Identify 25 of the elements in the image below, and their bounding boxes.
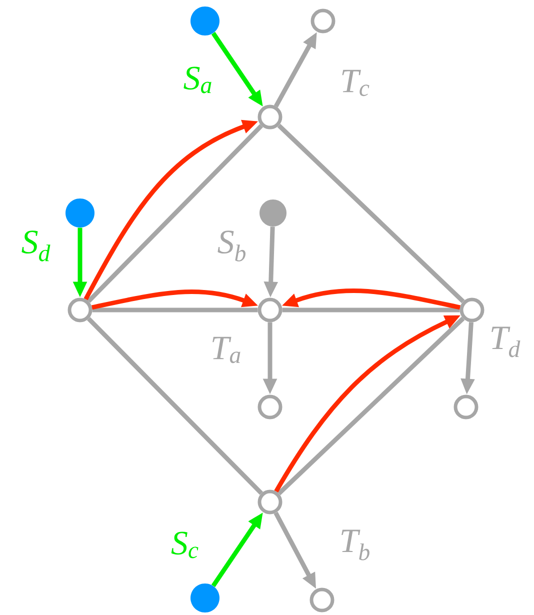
edge-line: [92, 308, 258, 312]
vertex-circle: [460, 298, 484, 322]
edge-label: S$_{a}$: [184, 66, 212, 94]
vertex-circle: [454, 394, 478, 420]
source-dot: [66, 198, 94, 228]
edge-line: [282, 308, 460, 312]
vertex-circle: [68, 298, 92, 322]
vertex-circle: [310, 8, 336, 34]
edge-line: [277, 124, 465, 304]
source-dot: [190, 584, 220, 612]
vertex-circle: [258, 394, 282, 420]
vertex-circle: [258, 490, 282, 514]
edge-label: S$_{c}$: [171, 532, 198, 558]
edge-label: S$_{b}$: [218, 230, 246, 262]
vertex-circle: [310, 588, 334, 612]
edge-label: T$_{b}$: [342, 530, 370, 560]
source-dot: [190, 6, 220, 36]
edge-label: T$_{d}$: [492, 326, 520, 358]
edge-label: S$_{d}$: [22, 230, 50, 262]
edge-label: T$_{a}$: [212, 336, 240, 364]
vertex-circle: [258, 104, 282, 130]
source-dot: [260, 200, 286, 226]
vertex-circle: [258, 298, 282, 322]
edge-label: T$_{c}$: [342, 70, 370, 96]
edge-line: [87, 317, 263, 495]
